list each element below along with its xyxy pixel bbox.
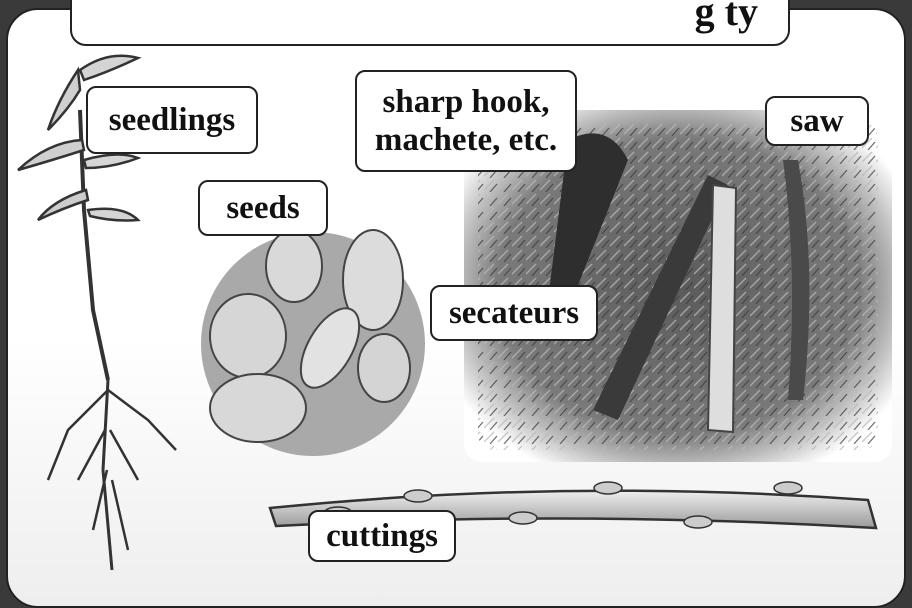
seed [210,294,286,378]
seed [266,230,322,302]
title-box: g ty [70,0,790,46]
seed [210,374,306,442]
label-seeds: seeds [198,180,328,236]
secateurs-handle-right [708,185,736,432]
seed [358,334,410,402]
label-sharp-hook: sharp hook, machete, etc. [355,70,577,172]
label-saw: saw [765,96,869,146]
seeds-illustration [201,230,425,456]
label-cuttings: cuttings [308,510,456,562]
label-seedlings: seedlings [86,86,258,154]
title-text: g ty [695,0,758,34]
label-secateurs: secateurs [430,285,598,341]
